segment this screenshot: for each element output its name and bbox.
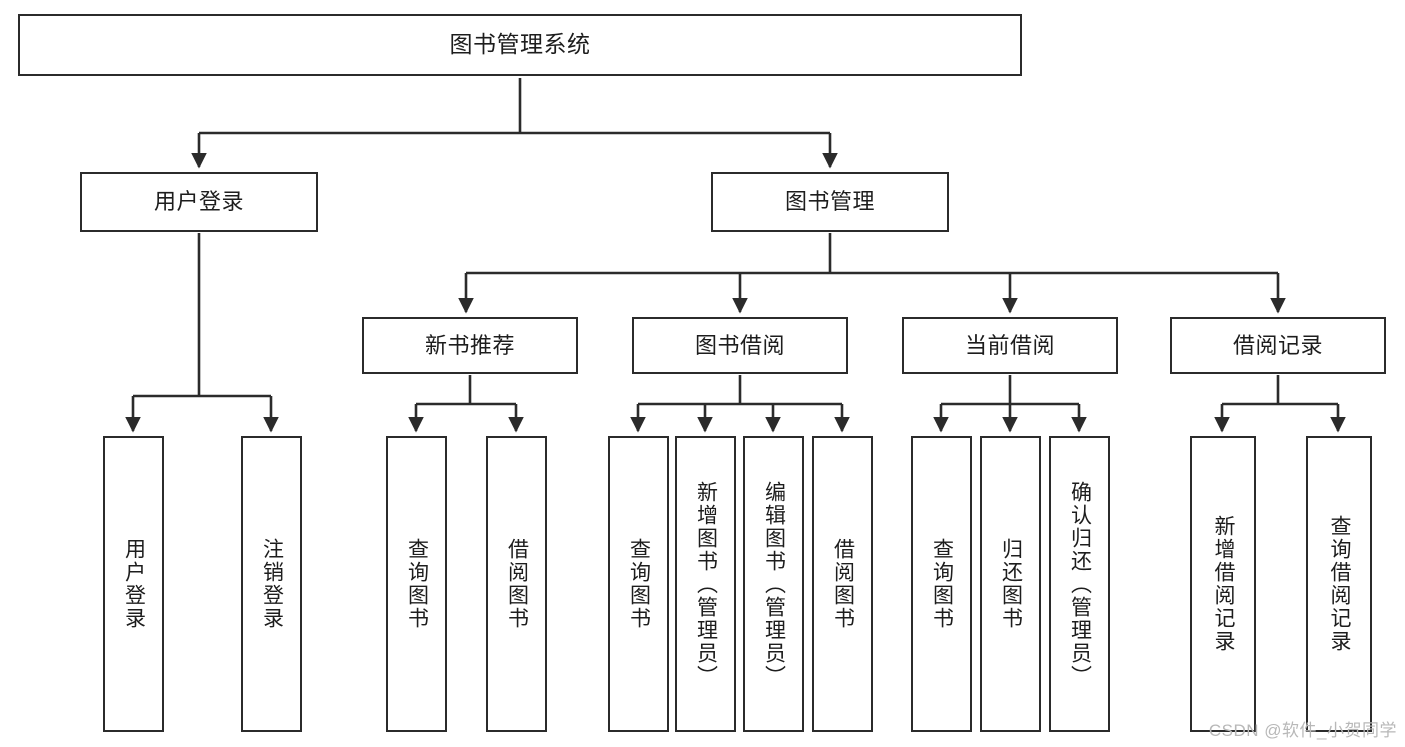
node-leaf-add-book[interactable]: 新增图书（管理员）	[675, 436, 736, 732]
node-label: 图书借阅	[694, 332, 785, 358]
node-current-borrow[interactable]: 当前借阅	[902, 317, 1118, 374]
node-leaf-query-book-3[interactable]: 查询图书	[911, 436, 972, 732]
node-borrow-record[interactable]: 借阅记录	[1170, 317, 1386, 374]
node-label: 借阅图书	[831, 538, 855, 630]
node-user-login[interactable]: 用户登录	[80, 172, 318, 232]
node-leaf-user-logout[interactable]: 注销登录	[241, 436, 302, 732]
node-label: 新增图书（管理员）	[694, 480, 718, 688]
node-label: 查询图书	[405, 538, 429, 630]
csdn-watermark: CSDN @软件_小贺同学	[1208, 721, 1397, 740]
node-book-manage[interactable]: 图书管理	[711, 172, 949, 232]
node-label: 新增借阅记录	[1212, 515, 1236, 653]
node-label: 归还图书	[999, 538, 1023, 630]
node-leaf-user-login[interactable]: 用户登录	[103, 436, 164, 732]
node-label: 借阅图书	[505, 538, 529, 630]
node-leaf-query-book-1[interactable]: 查询图书	[386, 436, 447, 732]
node-leaf-add-record[interactable]: 新增借阅记录	[1190, 436, 1256, 732]
node-root-system[interactable]: 图书管理系统	[18, 14, 1022, 76]
node-label: 图书管理	[784, 189, 875, 215]
node-label: 借阅记录	[1232, 332, 1323, 358]
node-label: 新书推荐	[424, 332, 515, 358]
node-leaf-query-record[interactable]: 查询借阅记录	[1306, 436, 1372, 732]
node-label: 图书管理系统	[449, 31, 591, 58]
node-leaf-borrow-book-2[interactable]: 借阅图书	[812, 436, 873, 732]
node-label: 用户登录	[153, 189, 244, 215]
node-leaf-borrow-book-1[interactable]: 借阅图书	[486, 436, 547, 732]
node-leaf-return-book[interactable]: 归还图书	[980, 436, 1041, 732]
node-label: 编辑图书（管理员）	[762, 480, 786, 688]
node-label: 查询图书	[930, 538, 954, 630]
node-label: 当前借阅	[964, 332, 1055, 358]
node-leaf-confirm-return[interactable]: 确认归还（管理员）	[1049, 436, 1110, 732]
node-label: 注销登录	[260, 538, 284, 630]
node-label: 确认归还（管理员）	[1068, 480, 1092, 688]
node-leaf-edit-book[interactable]: 编辑图书（管理员）	[743, 436, 804, 732]
node-label: 用户登录	[122, 538, 146, 630]
node-label: 查询借阅记录	[1328, 515, 1352, 653]
node-new-book-recommend[interactable]: 新书推荐	[362, 317, 578, 374]
node-book-borrow[interactable]: 图书借阅	[632, 317, 848, 374]
node-leaf-query-book-2[interactable]: 查询图书	[608, 436, 669, 732]
node-label: 查询图书	[627, 538, 651, 630]
